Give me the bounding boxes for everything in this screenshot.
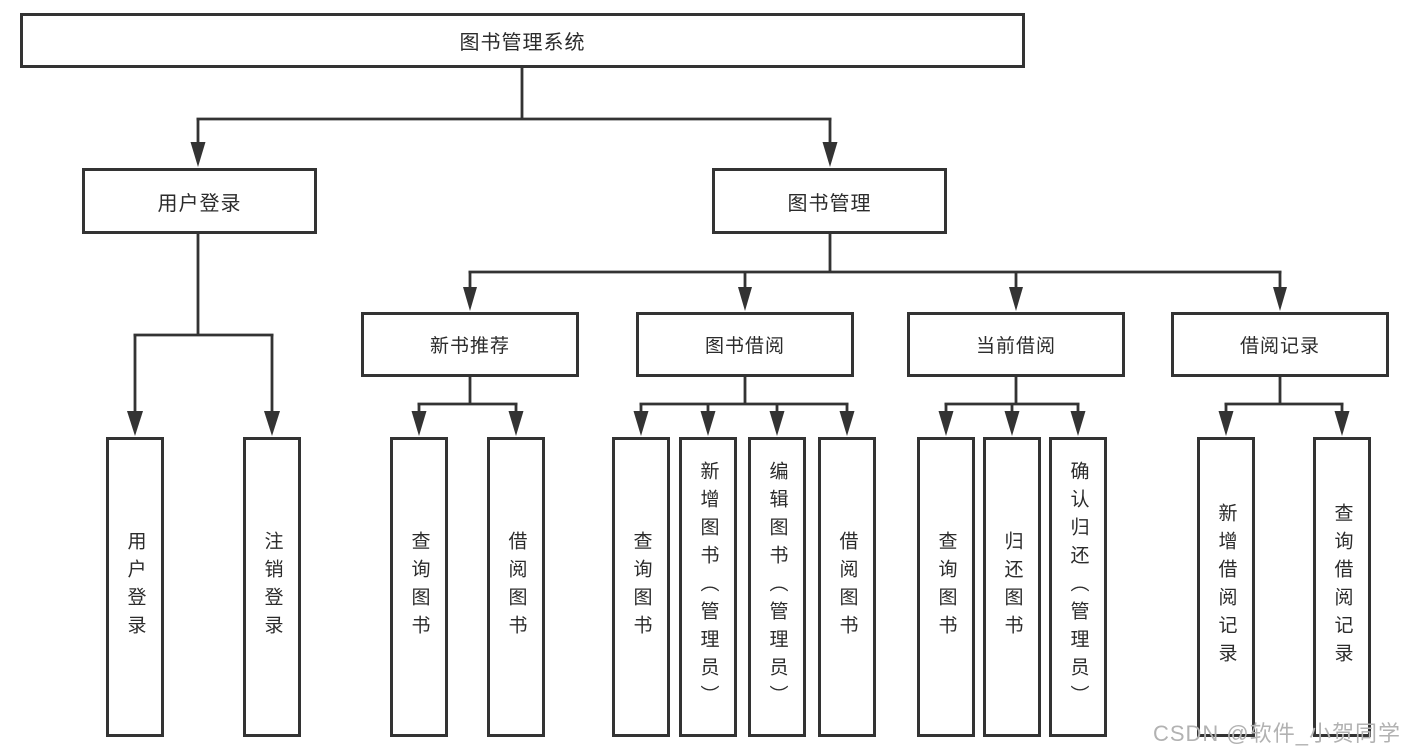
leaf-query-books-borrow: 查询图书	[612, 437, 670, 737]
leaf-label: 注销登录	[261, 531, 283, 643]
leaf-label: 归还图书	[1001, 531, 1023, 643]
node-library-system: 图书管理系统	[20, 13, 1025, 68]
leaf-add-borrow-record: 新增借阅记录	[1197, 437, 1255, 737]
node-new-book-recommend: 新书推荐	[361, 312, 579, 377]
node-label: 图书借阅	[704, 336, 785, 357]
leaf-logout: 注销登录	[243, 437, 301, 737]
leaf-label: 用户登录	[124, 531, 146, 643]
node-borrow-records: 借阅记录	[1171, 312, 1389, 377]
leaf-label: 新增借阅记录	[1215, 503, 1237, 671]
node-label: 图书管理系统	[459, 32, 586, 54]
node-label: 当前借阅	[975, 336, 1056, 357]
node-label: 用户登录	[157, 192, 242, 215]
leaf-label: 借阅图书	[505, 531, 527, 643]
node-label: 新书推荐	[429, 336, 510, 357]
leaf-confirm-return-admin: 确认归还（管理员）	[1049, 437, 1107, 737]
leaf-label: 查询借阅记录	[1331, 503, 1353, 671]
leaf-label: 新增图书（管理员）	[697, 461, 719, 713]
leaf-label: 查询图书	[630, 531, 652, 643]
leaf-query-books-recommend: 查询图书	[390, 437, 448, 737]
node-book-management: 图书管理	[712, 168, 947, 234]
node-current-borrow: 当前借阅	[907, 312, 1125, 377]
leaf-edit-books-admin: 编辑图书（管理员）	[748, 437, 806, 737]
leaf-query-books-current: 查询图书	[917, 437, 975, 737]
leaf-label: 查询图书	[408, 531, 430, 643]
leaf-return-books: 归还图书	[983, 437, 1041, 737]
leaf-query-borrow-record: 查询借阅记录	[1313, 437, 1371, 737]
leaf-label: 编辑图书（管理员）	[766, 461, 788, 713]
node-label: 借阅记录	[1239, 336, 1320, 357]
leaf-borrow-books: 借阅图书	[818, 437, 876, 737]
node-book-borrow: 图书借阅	[636, 312, 854, 377]
node-label: 图书管理	[787, 192, 872, 215]
leaf-label: 确认归还（管理员）	[1067, 461, 1089, 713]
leaf-user-login: 用户登录	[106, 437, 164, 737]
leaf-borrow-books-recommend: 借阅图书	[487, 437, 545, 737]
leaf-label: 借阅图书	[836, 531, 858, 643]
node-user-login: 用户登录	[82, 168, 317, 234]
csdn-watermark: CSDN @软件_小贺同学	[1152, 721, 1401, 746]
leaf-add-books-admin: 新增图书（管理员）	[679, 437, 737, 737]
leaf-label: 查询图书	[935, 531, 957, 643]
